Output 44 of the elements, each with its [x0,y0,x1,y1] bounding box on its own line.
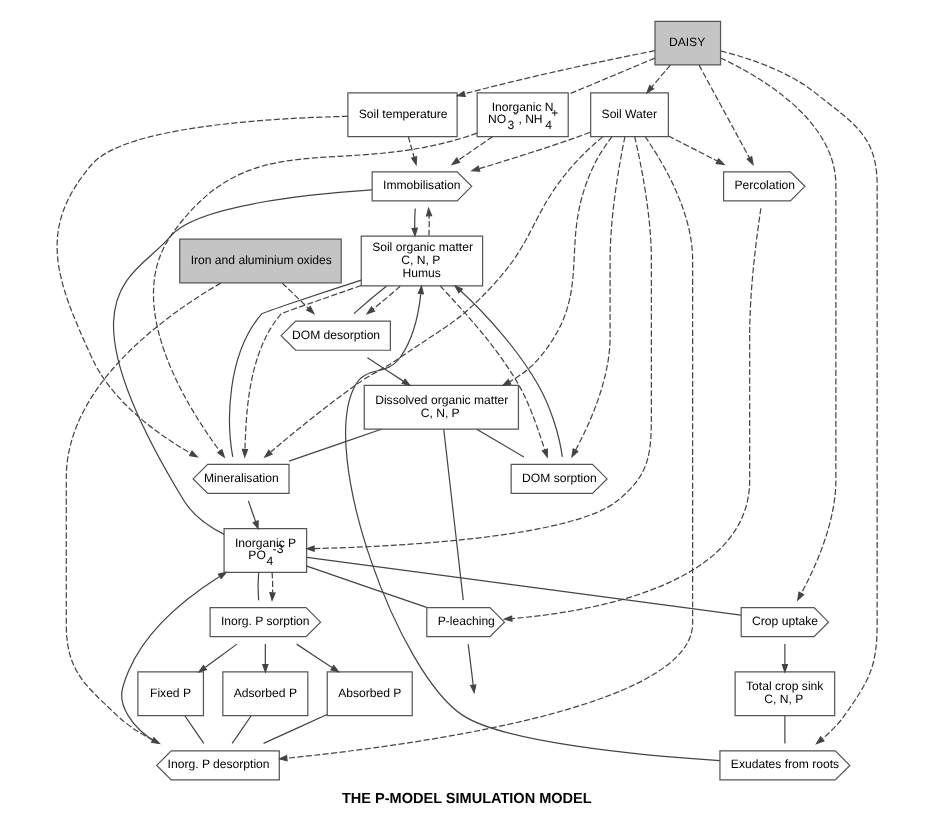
arrow [469,131,590,172]
arrow [262,136,603,459]
arrow [64,282,221,745]
arrow [410,207,418,238]
arrow [466,643,476,695]
arrow [501,207,761,622]
arrow [406,136,417,167]
arrow [697,64,753,166]
arrow [196,643,237,673]
arrow [364,285,400,315]
connector [183,715,204,745]
arrow [644,64,670,95]
arrow [344,284,720,762]
connector [305,556,741,616]
connector [256,571,259,601]
connector [111,189,372,535]
connector [261,713,327,745]
arrow [666,135,725,166]
arrow [424,206,432,237]
arrow [454,50,655,97]
connector [475,428,524,458]
arrow [120,571,227,744]
connector [352,285,386,315]
arrow [295,643,339,673]
arrow [780,643,788,674]
connector [783,715,785,745]
arrow [246,500,258,531]
arrow [151,132,477,459]
connector [230,715,251,745]
arrow [304,136,651,552]
arrow [268,571,275,602]
arrow [55,115,348,458]
arrow [452,284,562,458]
arrow [260,643,268,674]
connector [287,428,381,462]
arrow [280,282,315,315]
arrow [570,136,625,459]
arrow [500,136,612,387]
connector [566,57,655,95]
connector [305,565,427,609]
arrow [438,285,547,459]
arrow [365,357,411,387]
arrow [449,136,493,166]
connector [442,428,463,601]
